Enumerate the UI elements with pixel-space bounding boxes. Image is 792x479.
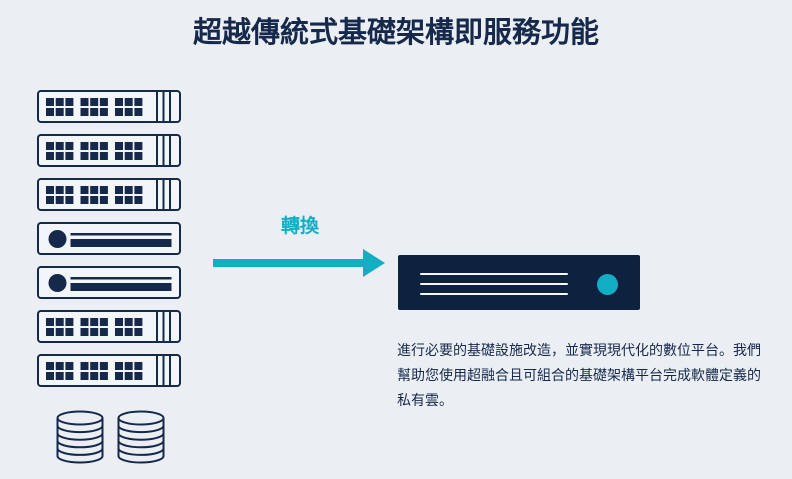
- grid-server-icon: [37, 134, 181, 167]
- database-cylinder-icons: [56, 410, 165, 464]
- grid-server-icon: [37, 354, 181, 387]
- server-slot-line: [420, 273, 568, 275]
- transform-label: 轉換: [280, 216, 319, 237]
- server-slot-line: [420, 293, 568, 295]
- database-icon: [117, 410, 165, 464]
- page-title: 超越傳統式基礎架構即服務功能: [192, 17, 599, 49]
- grid-server-icon: [37, 90, 181, 123]
- status-led-icon: [597, 274, 618, 295]
- modern-server-icon: [398, 255, 640, 310]
- legacy-server-stack: [37, 90, 181, 398]
- grid-server-icon: [37, 310, 181, 343]
- server-slot-line: [420, 283, 568, 285]
- disk-server-icon: [37, 266, 181, 299]
- database-icon: [56, 410, 104, 464]
- grid-server-icon: [37, 178, 181, 211]
- transform-arrow-icon: [213, 249, 385, 277]
- modern-platform-description: 進行必要的基礎設施改造，並實現現代化的數位平台。我們幫助您使用超融合且可組合的基…: [397, 342, 761, 408]
- disk-server-icon: [37, 222, 181, 255]
